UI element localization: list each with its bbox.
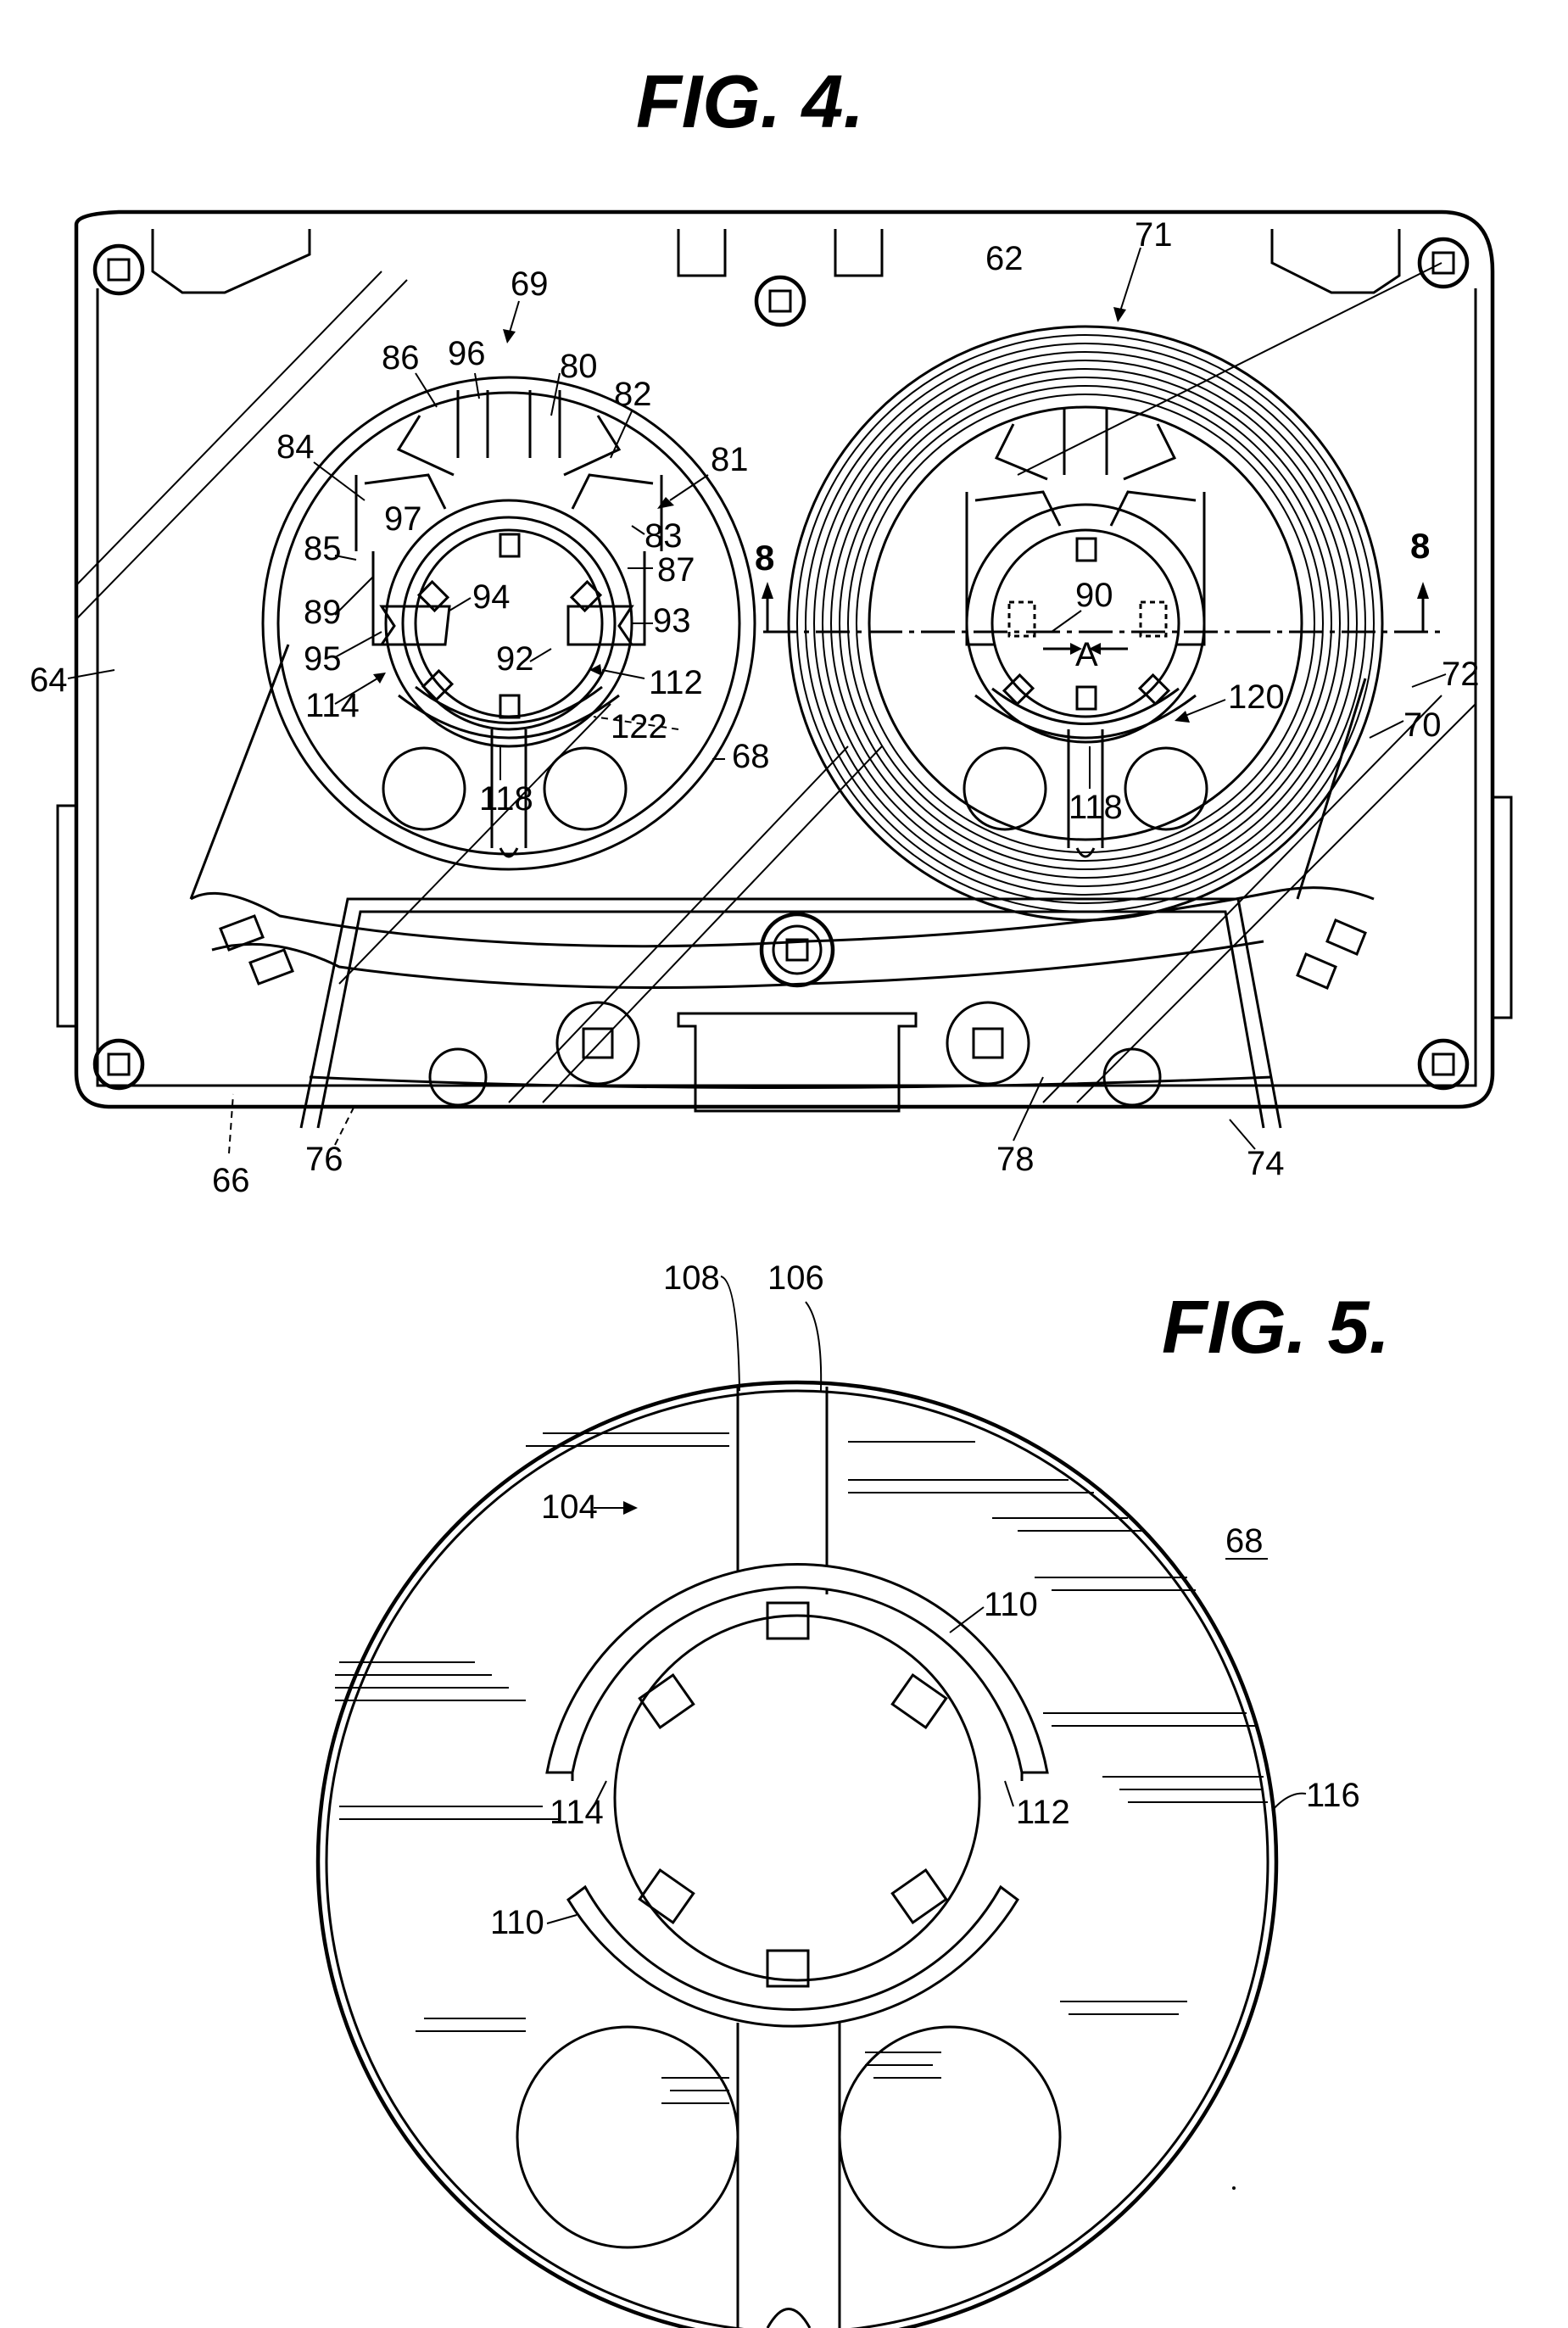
label-106: 106: [767, 1259, 824, 1297]
label-87: 87: [657, 551, 695, 589]
label-72: 72: [1442, 656, 1480, 693]
disc-shading: [335, 1432, 1268, 2104]
label-116: 116: [1306, 1777, 1360, 1814]
fig5-reference-numerals: 68 104 106 108 110 110 112 114 116: [490, 1259, 1360, 1941]
right-side-tab: [1491, 796, 1513, 1019]
label-97: 97: [384, 500, 422, 538]
label-114: 114: [305, 687, 360, 724]
label-95: 95: [304, 640, 342, 678]
left-side-tab: [56, 804, 78, 1028]
screw-top-center: [754, 275, 806, 327]
screw-top-right: [1417, 237, 1470, 289]
label-82: 82: [614, 376, 652, 413]
label-74: 74: [1247, 1145, 1285, 1182]
stray-mark: [1232, 2186, 1236, 2190]
fig5-title: FIG. 5.: [1162, 1285, 1390, 1369]
fig5-label-112: 112: [1016, 1794, 1070, 1831]
section-line-8-8: [762, 582, 1442, 634]
tape-path-and-head-window: [189, 644, 1375, 1129]
hub-flange-disc: [315, 1380, 1279, 2328]
label-110-lower: 110: [490, 1904, 544, 1941]
label-64: 64: [30, 662, 68, 699]
axis-label-a: A: [1075, 636, 1098, 673]
fig4-title: FIG. 4.: [636, 59, 864, 143]
label-118-left: 118: [479, 780, 533, 818]
label-78: 78: [996, 1141, 1035, 1178]
label-84: 84: [276, 428, 315, 466]
label-86: 86: [382, 339, 420, 377]
corner-screws: [92, 237, 1470, 1091]
cassette-housing: [56, 209, 1513, 1109]
section-label-right: 8: [1410, 526, 1430, 566]
left-hub-reel: [261, 376, 756, 871]
right-tape-reel: [787, 325, 1384, 922]
fig5-label-68: 68: [1225, 1522, 1264, 1560]
label-83: 83: [644, 517, 683, 555]
label-122: 122: [611, 708, 667, 745]
left-latch-95: [379, 605, 451, 646]
label-108: 108: [663, 1259, 720, 1297]
label-96: 96: [448, 335, 486, 372]
label-118-right: 118: [1069, 789, 1123, 826]
label-92: 92: [496, 640, 534, 678]
label-112: 112: [649, 664, 703, 701]
label-94: 94: [472, 578, 511, 616]
label-69: 69: [511, 265, 549, 303]
label-90: 90: [1075, 577, 1113, 614]
screw-bottom-left: [92, 1038, 145, 1091]
label-93: 93: [653, 602, 691, 639]
label-68: 68: [732, 738, 770, 775]
section-label-left: 8: [755, 538, 774, 578]
label-120: 120: [1228, 678, 1285, 716]
screw-top-left: [92, 243, 145, 296]
label-80: 80: [560, 348, 598, 385]
label-110-upper: 110: [984, 1586, 1038, 1623]
label-66: 66: [212, 1162, 250, 1199]
left-latch-93: [566, 605, 634, 646]
label-104: 104: [541, 1488, 598, 1526]
fig4-reference-numerals: 62 64 66 68 69 70 71 72 74 76 78 80 81 8…: [30, 216, 1480, 1199]
fig5-label-114: 114: [550, 1794, 604, 1831]
label-85: 85: [304, 530, 342, 567]
screw-bottom-right: [1417, 1038, 1470, 1091]
top-notches: [151, 229, 1401, 294]
label-81: 81: [711, 441, 749, 478]
label-70: 70: [1403, 706, 1442, 744]
label-76: 76: [305, 1141, 343, 1178]
label-71: 71: [1135, 216, 1173, 254]
label-62: 62: [985, 240, 1024, 277]
label-89: 89: [304, 594, 342, 631]
